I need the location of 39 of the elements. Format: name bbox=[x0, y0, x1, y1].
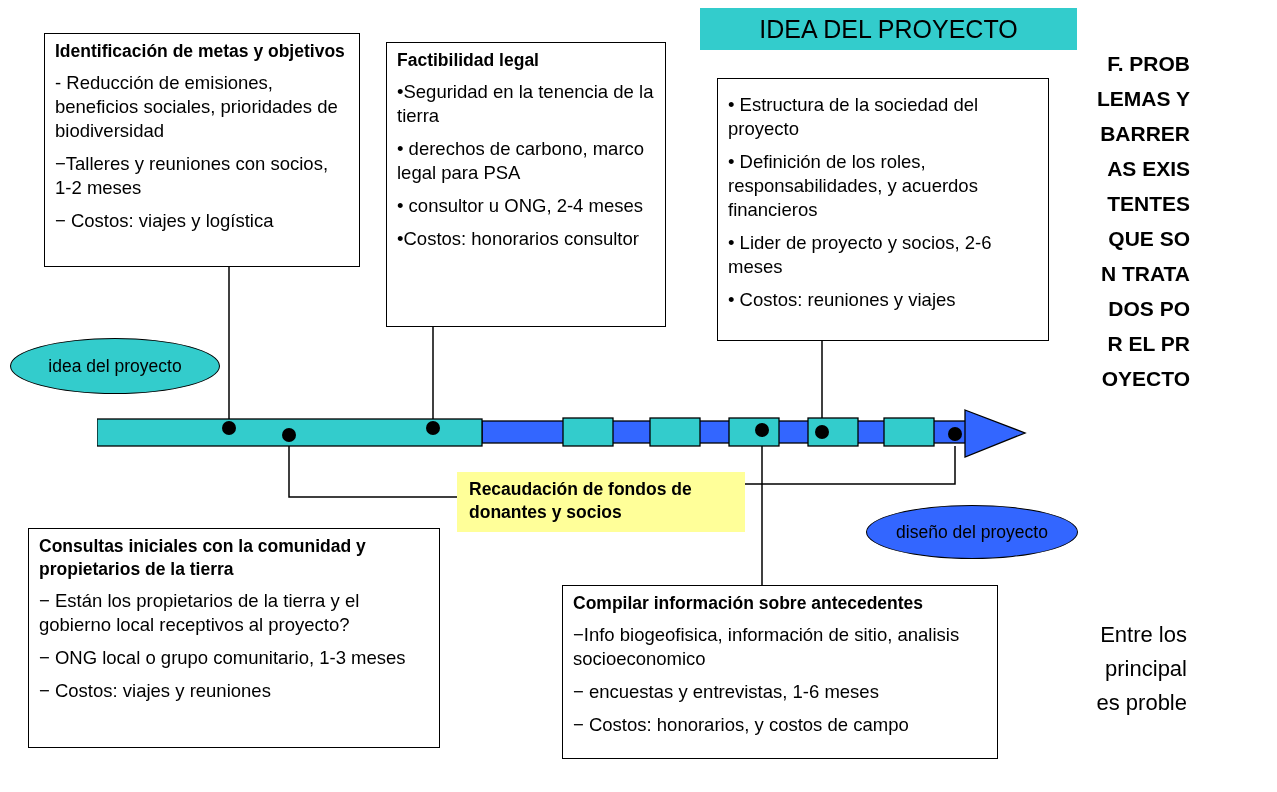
list-item: − Costos: viajes y reuniones bbox=[39, 678, 272, 703]
leader-line bbox=[761, 445, 763, 586]
list-item: - Reducción de emisiones, beneficios sociales, prioridades de biodiversidad bbox=[55, 70, 339, 143]
info-box bbox=[386, 42, 666, 327]
leader-line bbox=[432, 326, 434, 420]
list-item: − encuestas y entrevistas, 1-6 meses bbox=[573, 679, 880, 704]
title-banner: IDEA DEL PROYECTO bbox=[700, 8, 1077, 50]
list-item: − Costos: viajes y logística bbox=[55, 209, 275, 233]
list-item: •Seguridad en la tenencia de la tierra bbox=[397, 79, 655, 128]
box-heading: Identificación de metas y objetivos bbox=[55, 40, 346, 63]
side-text: Entre los principales proble bbox=[1095, 621, 1187, 717]
list-item: •Costos: honorarios consultor bbox=[397, 227, 640, 251]
leader-line bbox=[744, 445, 956, 485]
info-box bbox=[562, 585, 998, 759]
leader-line bbox=[821, 340, 823, 420]
list-item: • Costos: reuniones y viajes bbox=[728, 288, 957, 313]
leader-line bbox=[288, 445, 458, 498]
box-heading: Factibilidad legal bbox=[397, 49, 540, 72]
list-item: − ONG local o grupo comunitario, 1-3 meses bbox=[39, 645, 407, 670]
info-box bbox=[28, 528, 440, 748]
callout-box: Recaudación de fondos de donantes y socios bbox=[457, 472, 745, 532]
list-item: • Lider de proyecto y socios, 2-6 meses bbox=[728, 231, 993, 280]
list-item: • Definición de los roles, responsabilidades, y acuerdos financieros bbox=[728, 150, 979, 223]
list-item: −Talleres y reuniones con socios, 1-2 meses bbox=[55, 151, 330, 200]
side-heading: F. PROBLEMAS Y BARRERAS EXISTENTES QUE SON TRATADOS POR EL PROYECTO bbox=[1096, 51, 1190, 392]
box-heading: Consultas iniciales con la comunidad y propietarios de la tierra bbox=[39, 535, 367, 581]
leader-line bbox=[228, 266, 230, 420]
info-box bbox=[717, 78, 1049, 341]
list-item: • consultor u ONG, 2-4 meses bbox=[397, 193, 645, 218]
list-item: • derechos de carbono, marco legal para PSA bbox=[397, 136, 646, 185]
box-heading: Compilar información sobre antecedentes bbox=[573, 592, 925, 615]
list-item: − Están los propietarios de la tierra y el gobierno local receptivos al proyecto? bbox=[39, 588, 361, 637]
list-item: − Costos: honorarios, y costos de campo bbox=[573, 712, 910, 737]
timeline-bar bbox=[97, 408, 1027, 460]
list-item: • Estructura de la sociedad del proyecto bbox=[728, 93, 980, 142]
list-item: −Info biogeofisica, información de sitio, analisis socioeconomico bbox=[573, 622, 961, 671]
phase-oval: idea del proyecto bbox=[10, 338, 220, 394]
info-box bbox=[44, 33, 360, 267]
phase-oval: diseño del proyecto bbox=[866, 505, 1078, 559]
